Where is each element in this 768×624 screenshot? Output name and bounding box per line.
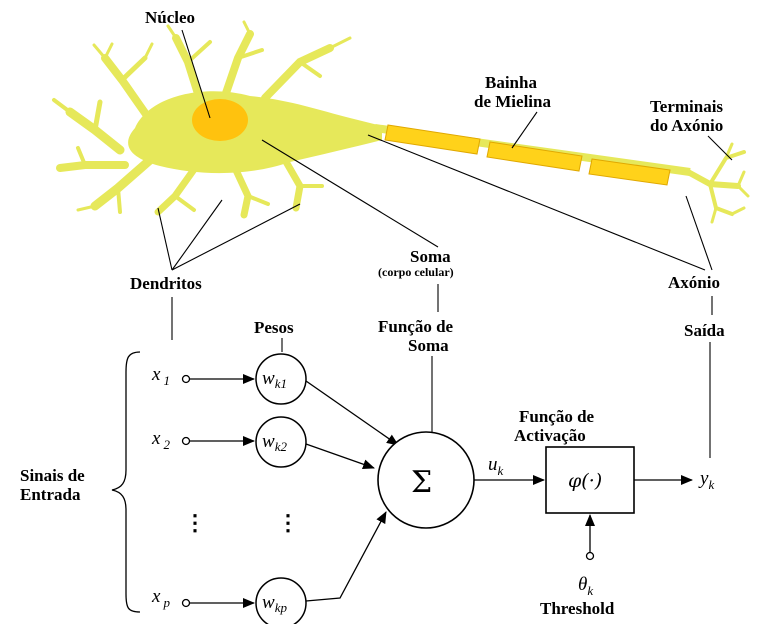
activation-function-label-line2: Activação	[514, 426, 586, 445]
soma-label: Soma	[410, 247, 451, 266]
threshold-node	[587, 553, 594, 560]
output-label: Saída	[684, 321, 725, 340]
inputs-ellipsis: ⋮	[184, 510, 206, 535]
myelin-label-line2: de Mielina	[474, 92, 551, 111]
myelin-sheath	[385, 125, 670, 185]
weights-ellipsis: ⋮	[277, 510, 299, 535]
input-signals-brace	[112, 352, 140, 612]
threshold-theta-k: θk	[578, 574, 593, 598]
input-signals-label-line1: Sinais de	[20, 466, 85, 485]
nucleus-label: Núcleo	[145, 8, 195, 27]
axon-terminals-label-line1: Terminais	[650, 97, 723, 116]
dendrites-label: Dendritos	[130, 274, 202, 293]
input-node-2	[183, 438, 190, 445]
input-node-1	[183, 376, 190, 383]
input-node-p	[183, 600, 190, 607]
axon-label: Axónio	[668, 273, 720, 292]
axon-terminals-label-line2: do Axónio	[650, 116, 723, 135]
sum-output-uk: uk	[488, 454, 504, 478]
nucleus	[192, 99, 248, 141]
sum-function-label-line1: Função de	[378, 317, 454, 336]
sum-function-label-line2: Soma	[408, 336, 449, 355]
sigma-symbol: Σ	[411, 465, 432, 500]
soma-cell-body	[128, 91, 382, 173]
output-yk: yk	[698, 468, 714, 492]
biological-neuron-illustration	[54, 22, 748, 222]
activation-function-label-line1: Função de	[519, 407, 595, 426]
soma-sub-label: (corpo celular)	[378, 265, 454, 279]
myelin-label-line1: Bainha	[485, 73, 537, 92]
input-signals-label-line2: Entrada	[20, 485, 81, 504]
phi-symbol: φ(·)	[568, 470, 602, 492]
axon-terminals	[688, 144, 748, 222]
threshold-label: Threshold	[540, 599, 615, 618]
weights-label: Pesos	[254, 318, 294, 337]
